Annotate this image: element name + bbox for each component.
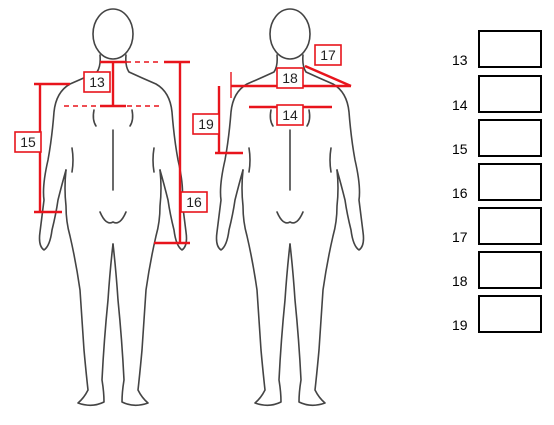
label-18: 18 — [277, 68, 303, 88]
measurement-input-16[interactable] — [478, 163, 542, 201]
svg-text:18: 18 — [282, 70, 298, 86]
label-13: 13 — [84, 72, 110, 92]
measurement-input-14[interactable] — [478, 75, 542, 113]
measurement-number-19: 19 — [452, 317, 478, 333]
measurement-input-19[interactable] — [478, 295, 542, 333]
measurement-input-15[interactable] — [478, 119, 542, 157]
svg-text:14: 14 — [282, 107, 298, 123]
svg-text:19: 19 — [198, 116, 214, 132]
label-17: 17 — [315, 45, 341, 65]
measurement-input-13[interactable] — [478, 30, 542, 68]
svg-text:17: 17 — [320, 47, 336, 63]
measurement-row-18: 18 — [452, 251, 554, 291]
measurement-number-14: 14 — [452, 97, 478, 113]
label-16: 16 — [181, 192, 207, 212]
svg-text:15: 15 — [20, 134, 36, 150]
measurement-number-15: 15 — [452, 141, 478, 157]
measurement-number-13: 13 — [452, 52, 478, 68]
measurement-row-17: 17 — [452, 207, 554, 247]
measurement-row-13: 13 — [452, 30, 554, 70]
measurement-row-14: 14 — [452, 75, 554, 115]
measurement-number-17: 17 — [452, 229, 478, 245]
left-measure-lines — [34, 62, 190, 243]
measurement-input-17[interactable] — [478, 207, 542, 245]
measurement-input-18[interactable] — [478, 251, 542, 289]
measurement-number-16: 16 — [452, 185, 478, 201]
measurement-row-15: 15 — [452, 119, 554, 159]
label-14: 14 — [277, 105, 303, 125]
label-15: 15 — [15, 132, 41, 152]
measurement-number-18: 18 — [452, 273, 478, 289]
svg-text:13: 13 — [89, 74, 105, 90]
svg-text:16: 16 — [186, 194, 202, 210]
measurement-row-16: 16 — [452, 163, 554, 203]
measurement-row-19: 19 — [452, 295, 554, 335]
label-19: 19 — [193, 114, 219, 134]
